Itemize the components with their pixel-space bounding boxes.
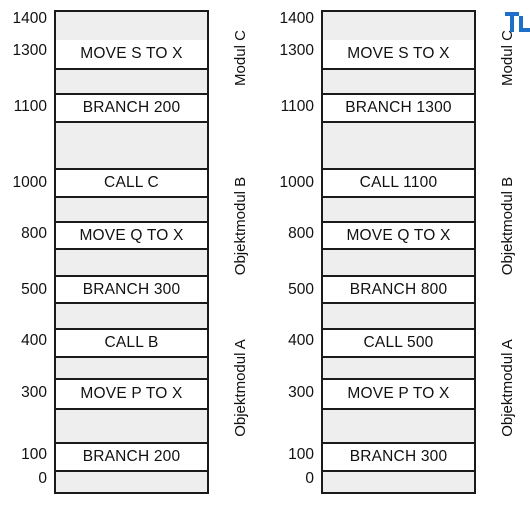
address-label: 1100: [280, 98, 314, 115]
memory-cell-empty: [54, 304, 209, 330]
module-label: Objektmodul B: [499, 176, 516, 276]
memory-cell-instruction: MOVE P TO X: [321, 380, 476, 410]
memory-cell-empty: [321, 10, 476, 42]
memory-cell-instruction: CALL 1100: [321, 170, 476, 198]
module-label: Modul C: [232, 30, 249, 86]
memory-cell-instruction: MOVE Q TO X: [54, 223, 209, 250]
address-label: 100: [21, 446, 47, 463]
memory-cell-instruction: BRANCH 200: [54, 444, 209, 472]
memory-cell-instruction: BRANCH 1300: [321, 95, 476, 123]
address-label: 300: [288, 384, 314, 401]
memory-cell-empty: [321, 472, 476, 494]
memory-cell-instruction: CALL B: [54, 330, 209, 358]
memory-cell-empty: [54, 198, 209, 223]
memory-cell-instruction: BRANCH 300: [54, 277, 209, 304]
address-label: 800: [288, 225, 314, 242]
memory-cell-empty: [54, 472, 209, 494]
address-label: 1300: [12, 42, 47, 59]
memory-cell-instruction: MOVE P TO X: [54, 380, 209, 410]
address-label: 1400: [279, 10, 314, 27]
memory-cell-empty: [321, 304, 476, 330]
module-label: Objektmodul B: [232, 176, 249, 276]
address-label: 400: [288, 332, 314, 349]
memory-cell-instruction: BRANCH 300: [321, 444, 476, 472]
memory-cell-empty: [54, 410, 209, 444]
address-label: 400: [21, 332, 47, 349]
address-label: 1100: [13, 98, 47, 115]
memory-cell-instruction: CALL C: [54, 170, 209, 198]
address-label: 800: [21, 225, 47, 242]
memory-cell-empty: [54, 123, 209, 170]
address-label: 1000: [12, 174, 47, 191]
address-label: 500: [288, 281, 314, 298]
address-label: 300: [21, 384, 47, 401]
module-label: Objektmodul A: [232, 339, 249, 437]
memory-cell-empty: [321, 250, 476, 277]
memory-cell-empty: [321, 70, 476, 95]
address-label: 100: [288, 446, 314, 463]
memory-cell-empty: [54, 250, 209, 277]
memory-cell-empty: [54, 10, 209, 42]
memory-cell-empty: [321, 358, 476, 380]
memory-cell-instruction: MOVE S TO X: [321, 40, 476, 70]
tu-logo-icon: [505, 12, 530, 32]
address-label: 1000: [279, 174, 314, 191]
module-label: Objektmodul A: [499, 339, 516, 437]
memory-cell-empty: [321, 123, 476, 170]
address-label: 0: [305, 470, 314, 487]
memory-cell-empty: [321, 198, 476, 223]
address-label: 0: [38, 470, 47, 487]
memory-cell-empty: [321, 410, 476, 444]
memory-cell-instruction: CALL 500: [321, 330, 476, 358]
address-label: 500: [21, 281, 47, 298]
address-label: 1400: [12, 10, 47, 27]
memory-cell-instruction: BRANCH 200: [54, 95, 209, 123]
memory-cell-instruction: MOVE S TO X: [54, 40, 209, 70]
memory-cell-empty: [54, 70, 209, 95]
memory-cell-instruction: MOVE Q TO X: [321, 223, 476, 250]
address-label: 1300: [279, 42, 314, 59]
memory-cell-instruction: BRANCH 800: [321, 277, 476, 304]
memory-cell-empty: [54, 358, 209, 380]
